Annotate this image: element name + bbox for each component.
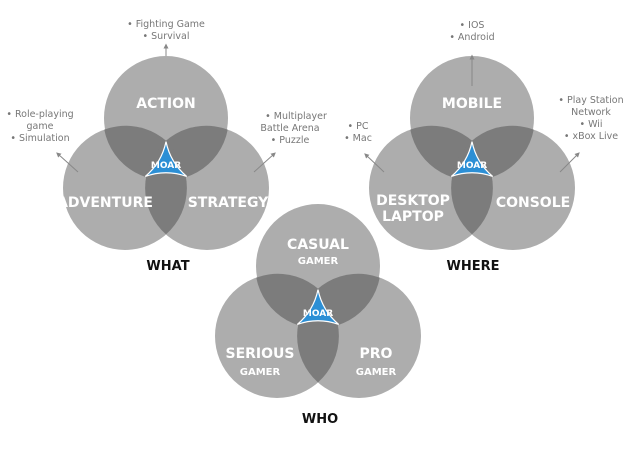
where-arrow-left [364, 153, 385, 173]
where-note-top-2: • Android [449, 32, 494, 43]
who-label-pro-sub: GAMER [356, 367, 397, 378]
where-label-desktop: DESKTOP [376, 193, 450, 209]
what-center-moar [144, 141, 188, 177]
what-center-label: MOAR [151, 161, 181, 171]
what-arrow-right [253, 152, 276, 173]
where-note-left-2: • Mac [344, 133, 372, 144]
what-title: WHAT [146, 259, 189, 274]
who-label-pro: PRO [360, 346, 393, 362]
where-label-laptop: LAPTOP [382, 209, 444, 225]
where-note-right-4: • xBox Live [564, 131, 618, 142]
what-label-adventure: ADVENTURE [57, 195, 153, 211]
what-note-right-1: • Multiplayer [265, 111, 327, 122]
who-label-casual-sub: GAMER [298, 256, 339, 267]
what-note-left-2: game [27, 121, 54, 132]
where-title: WHERE [447, 259, 500, 274]
what-note-left-3: • Simulation [10, 133, 69, 144]
who-label-serious-sub: GAMER [240, 367, 281, 378]
who-label-serious: SERIOUS [226, 346, 295, 362]
what-note-top-2: • Survival [143, 31, 190, 42]
where-center-label: MOAR [457, 161, 487, 171]
who-label-casual: CASUAL [287, 237, 349, 253]
where-note-right-3: • Wii [579, 119, 602, 130]
who-center-label: MOAR [303, 309, 333, 319]
who-center-moar [296, 289, 340, 325]
where-label-console: CONSOLE [496, 195, 570, 211]
venn-where: MOAR MOBILE DESKTOP LAPTOP CONSOLE WHERE… [344, 20, 624, 274]
where-center-moar [450, 141, 494, 177]
venn-who: MOAR CASUAL GAMER SERIOUS GAMER PRO GAME… [215, 204, 421, 427]
who-title: WHO [302, 412, 338, 427]
where-note-left-1: • PC [348, 121, 369, 132]
what-note-top-1: • Fighting Game [127, 19, 205, 30]
where-note-right-1: • Play Station [558, 95, 623, 106]
where-arrow-right [559, 152, 580, 173]
where-note-right-2: Network [571, 107, 611, 118]
where-label-mobile: MOBILE [442, 96, 502, 112]
what-note-left-1: • Role-playing [6, 109, 73, 120]
what-note-right-2: Battle Arena [260, 123, 319, 134]
what-label-strategy: STRATEGY [188, 195, 269, 211]
what-arrow-left [56, 152, 79, 173]
what-note-right-3: • Puzzle [271, 135, 310, 146]
venn-what: MOAR ACTION ADVENTURE STRATEGY WHAT • Fi… [6, 19, 327, 274]
what-label-action: ACTION [136, 96, 196, 112]
where-note-top-1: • IOS [460, 20, 485, 31]
